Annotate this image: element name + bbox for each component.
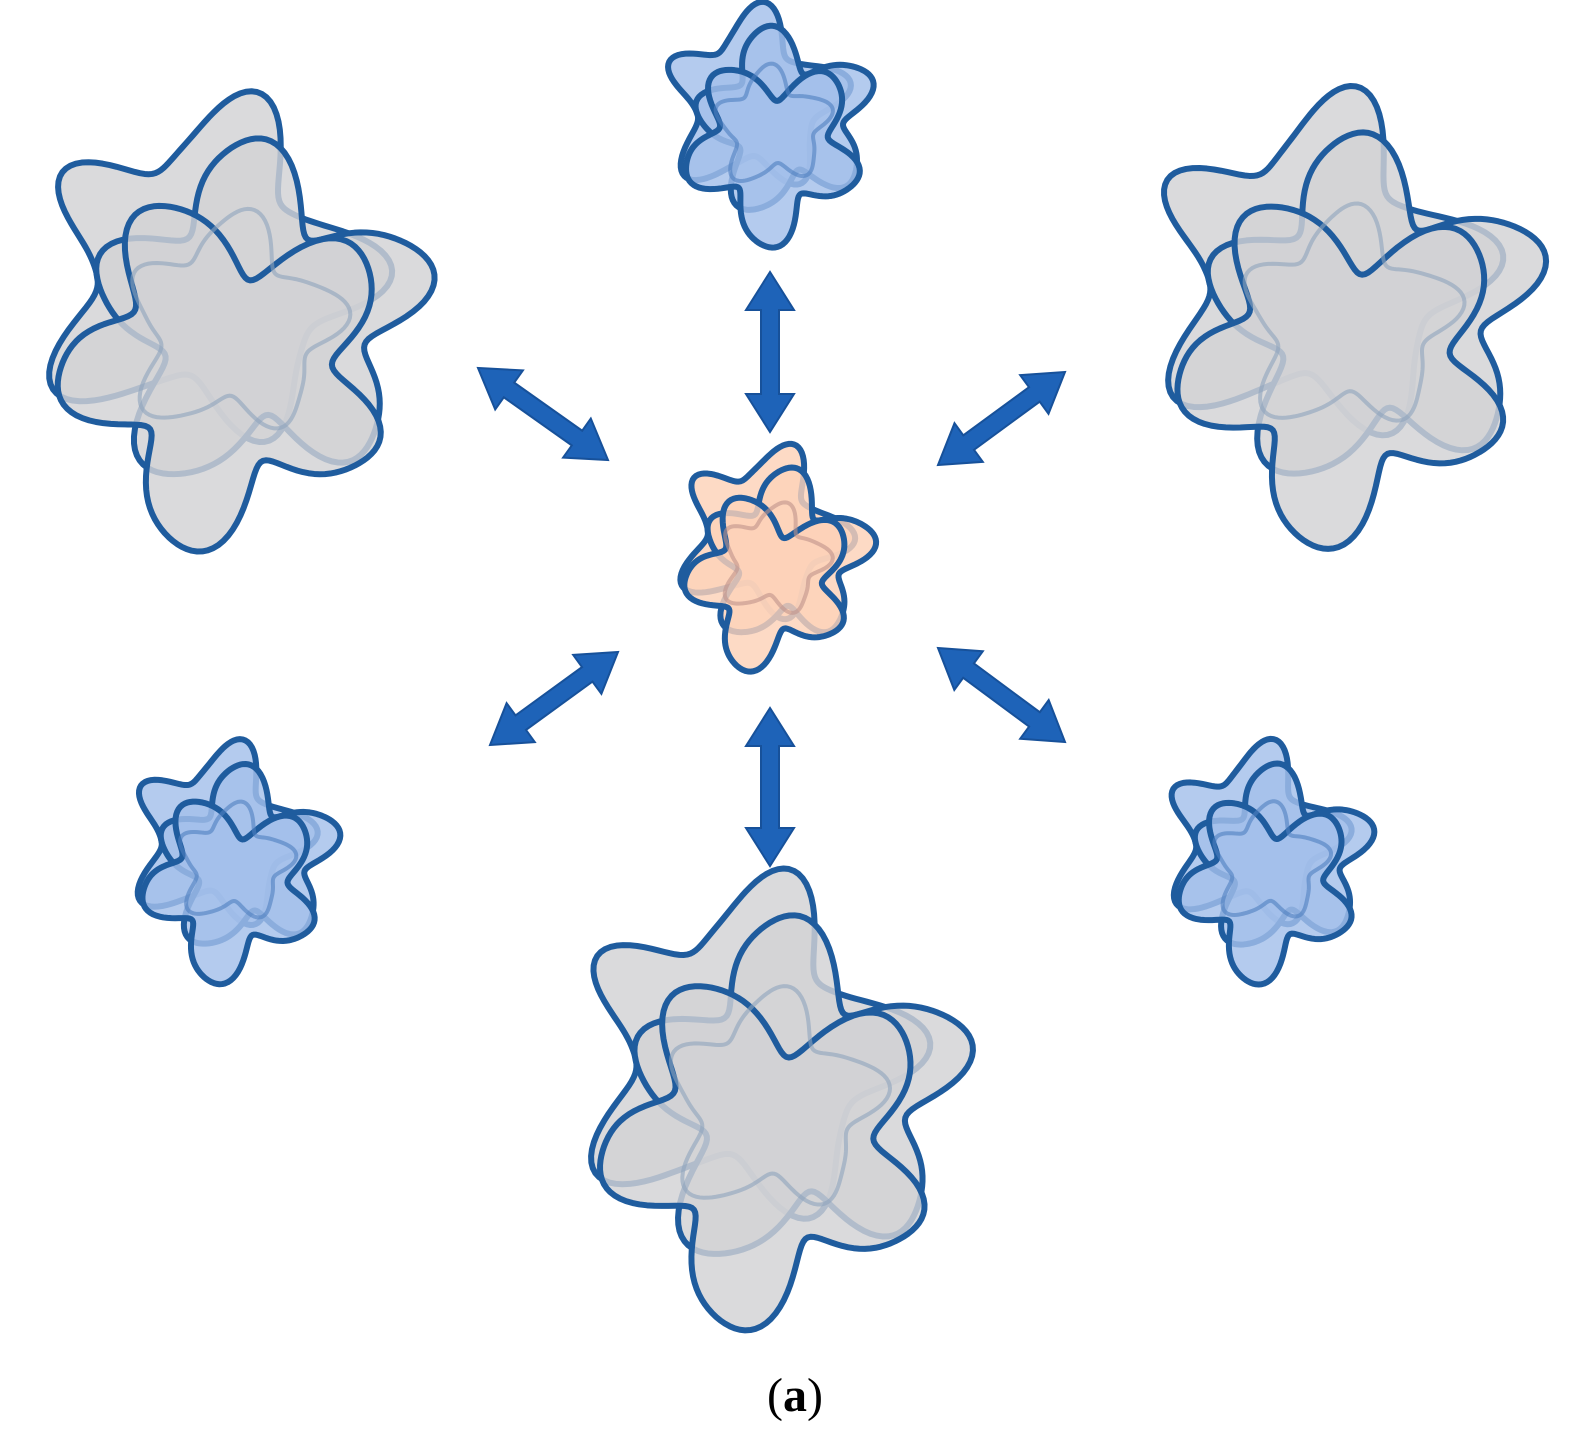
cluster-top-right-lobe-3 bbox=[1174, 203, 1507, 552]
cluster-center bbox=[677, 440, 880, 675]
caption-close: ) bbox=[807, 1369, 823, 1422]
arrow-center-bottom-left bbox=[488, 650, 620, 747]
cluster-top bbox=[665, 0, 877, 251]
cluster-bottom-left-inner-outline bbox=[178, 799, 299, 920]
cluster-bottom-right bbox=[1168, 735, 1378, 988]
cluster-top-left bbox=[46, 88, 438, 555]
clusters-layer bbox=[46, 0, 1550, 1334]
cluster-bottom-inner-outline bbox=[668, 984, 893, 1207]
cluster-center-inner-outline bbox=[722, 500, 835, 615]
cluster-bottom-lobe-3 bbox=[597, 983, 928, 1334]
cluster-bottom-left-lobe-3 bbox=[139, 798, 318, 988]
arrow-center-top-left bbox=[476, 366, 610, 462]
cluster-top-lobe-3 bbox=[683, 66, 863, 251]
arrow-center-top-right bbox=[936, 370, 1067, 467]
arrow-center-bottom bbox=[744, 706, 796, 868]
caption-open: ( bbox=[767, 1369, 783, 1422]
cluster-top-right bbox=[1161, 82, 1550, 552]
figure-caption: (a) bbox=[0, 1368, 1590, 1423]
cluster-top-left-lobe-3 bbox=[54, 202, 384, 555]
cluster-top-left-inner-outline bbox=[130, 206, 353, 431]
arrow-center-top bbox=[744, 270, 796, 434]
cluster-bottom bbox=[588, 865, 976, 1334]
cluster-bottom-left bbox=[134, 736, 344, 988]
cluster-bottom-right-inner-outline bbox=[1212, 799, 1334, 919]
arrow-center-bottom-right bbox=[936, 646, 1067, 744]
cluster-center-lobe-3 bbox=[681, 494, 848, 675]
cluster-top-right-inner-outline bbox=[1242, 201, 1467, 423]
cluster-bottom-right-lobe-3 bbox=[1175, 799, 1355, 988]
caption-letter: a bbox=[783, 1369, 807, 1422]
cluster-top-inner-outline bbox=[713, 61, 835, 184]
arrows-layer bbox=[476, 270, 1067, 868]
